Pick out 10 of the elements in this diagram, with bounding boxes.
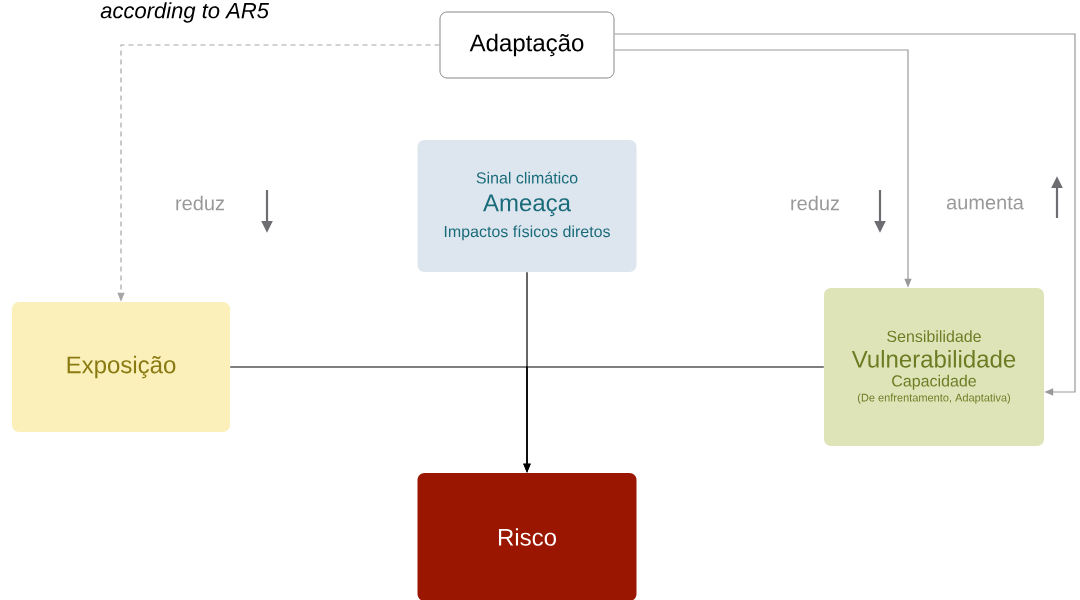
effect-label: reduz — [791, 195, 839, 211]
effect-label: reduz — [176, 195, 224, 211]
vulnerability-box: Sensibilidade Vulnerabilidade Capacidade (De enfrentamento, Adaptativa) — [824, 288, 1044, 446]
risk-box: Risco — [417, 473, 637, 600]
connector-arrow — [613, 33, 1076, 396]
title: according to AR5 — [100, 2, 269, 23]
exposure-box: Exposição — [12, 302, 230, 432]
hazard-box: Sinal climático Ameaça Impactos físicos diretos — [417, 140, 637, 272]
effect-label: aumenta — [946, 196, 1024, 210]
label-box: Adaptação — [439, 11, 615, 79]
